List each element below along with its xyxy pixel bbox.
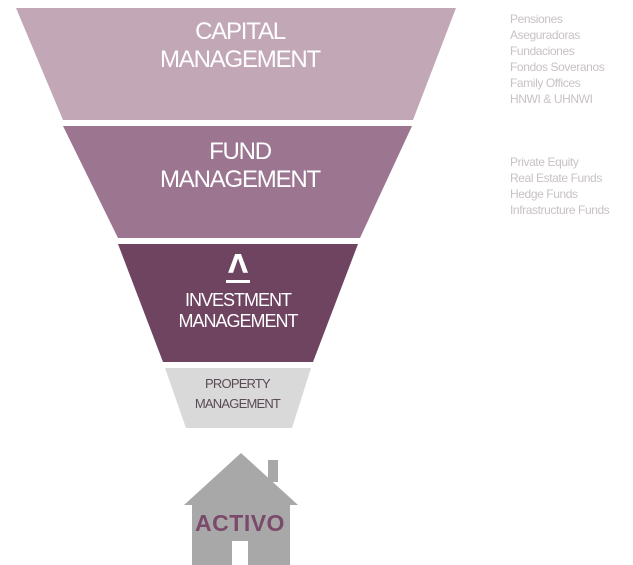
list-item: Real Estate Funds [510,170,602,185]
list-item: Family Offices [510,75,581,90]
list-item: Fondos Soveranos [510,59,605,74]
capital-management-tier [16,8,456,120]
property-label-line1: PROPERTY [205,376,271,391]
house-door [232,541,248,565]
list-item: Private Equity [510,155,579,169]
asset-label: ACTIVO [195,510,285,536]
fund-label-line1: FUND [209,138,272,165]
lambda-logo-icon: Λ [225,250,251,283]
list-item: Fundaciones [510,43,575,58]
investment-management-label: INVESTMENT MANAGEMENT [118,290,358,331]
fund-label-line2: MANAGEMENT [159,165,321,193]
capital-label-line2: MANAGEMENT [159,45,321,73]
list-item: Aseguradoras [510,27,580,42]
capital-label-line1: CAPITAL [195,18,286,45]
fund-management-label: FUND MANAGEMENT [95,138,385,193]
property-label-line2: MANAGEMENT [194,396,281,412]
investment-label-line2: MANAGEMENT [178,310,298,331]
fund-management-tier [63,126,412,238]
list-item: HNWI & UHNWI [510,91,593,106]
investment-logo: Λ [118,250,358,283]
list-item: Hedge Funds [510,186,578,201]
investment-label-line1: INVESTMENT [184,290,292,310]
investment-management-tier [118,244,358,362]
capital-management-label: CAPITAL MANAGEMENT [95,18,385,73]
list-item: Pensiones [510,12,563,26]
house-roof [184,453,298,505]
property-management-label: PROPERTY MANAGEMENT [165,374,310,414]
house-icon [184,453,298,565]
property-management-tier [165,368,311,428]
list-item: Infrastructure Funds [510,202,610,217]
house-chimney [268,460,278,482]
